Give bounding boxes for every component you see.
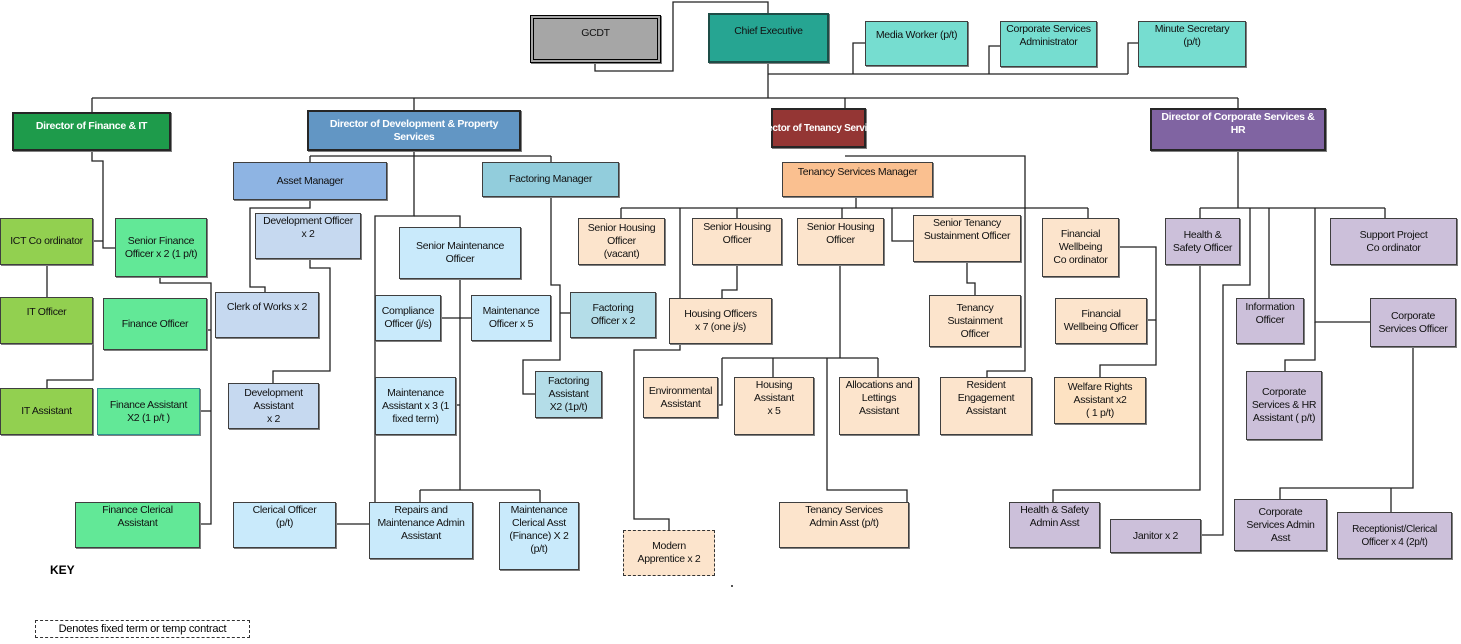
- node-senior-finance-officer: Senior Finance Officer x 2 (1 p/t): [115, 218, 207, 277]
- key-title: KEY: [50, 563, 75, 577]
- connector-line: [414, 215, 461, 227]
- node-janitor: Janitor x 2: [1110, 519, 1201, 553]
- node-resident-engagement-assistant: Resident Engagement Assistant: [940, 377, 1032, 435]
- node-asset-manager: Asset Manager: [233, 162, 387, 200]
- node-senior-housing-officer-vacant: Senior Housing Officer (vacant): [578, 218, 665, 265]
- node-director-development-property: Director of Development & Property Servi…: [307, 110, 521, 151]
- node-receptionist-clerical-officer: Receptionist/Clerical Officer x 4 (2p/t): [1337, 512, 1452, 559]
- node-welfare-rights-assistant: Welfare Rights Assistant x2 ( 1 p/t): [1054, 377, 1146, 424]
- node-senior-maintenance-officer: Senior Maintenance Officer: [399, 227, 521, 279]
- node-information-officer: Information Officer: [1236, 298, 1304, 344]
- node-finance-assistant: Finance Assistant X2 (1 p/t ): [97, 388, 200, 435]
- connector-line: [721, 265, 738, 298]
- node-housing-assistant: Housing Assistant x 5: [734, 377, 814, 435]
- node-tenancy-services-admin-asst: Tenancy Services Admin Asst (p/t): [779, 502, 909, 548]
- connector-line: [594, 1, 769, 72]
- connector-line: [336, 151, 415, 525]
- node-health-safety-officer: Health & Safety Officer: [1165, 218, 1240, 265]
- node-compliance-officer: Compliance Officer (j/s): [375, 295, 441, 341]
- node-corporate-services-administrator: Corporate Services Administrator: [1000, 21, 1097, 67]
- node-tenancy-services-manager: Tenancy Services Manager: [782, 162, 933, 197]
- connector-line: [46, 330, 94, 388]
- node-health-safety-admin-asst: Health & Safety Admin Asst: [1009, 502, 1100, 548]
- node-gcdt: GCDT: [530, 15, 661, 63]
- node-chief-executive: Chief Executive: [708, 13, 829, 63]
- node-maintenance-assistant: Maintenance Assistant x 3 (1 fixed term): [375, 377, 456, 435]
- node-director-corporate-hr: Director of Corporate Services & HR: [1150, 108, 1326, 151]
- node-allocations-lettings-assistant: Allocations and Lettings Assistant: [839, 377, 919, 435]
- node-media-worker: Media Worker (p/t): [865, 21, 968, 66]
- node-financial-wellbeing-officer: Financial Wellbeing Officer: [1055, 298, 1147, 344]
- node-clerical-officer: Clerical Officer (p/t): [233, 502, 336, 548]
- connector-line: [272, 259, 331, 383]
- node-it-officer: IT Officer: [0, 297, 93, 344]
- connector-line: [966, 262, 976, 295]
- node-maintenance-clerical-assistant: Maintenance Clerical Asst (Finance) X 2 …: [499, 502, 579, 570]
- connector-line: [1052, 265, 1201, 502]
- node-financial-wellbeing-coordinator: Financial Wellbeing Co ordinator: [1042, 218, 1119, 277]
- node-repairs-maintenance-admin-assistant: Repairs and Maintenance Admin Assistant: [369, 502, 473, 559]
- connector-line: [845, 155, 1026, 377]
- node-corporate-services-hr-assistant: Corporate Services & HR Assistant ( p/t): [1246, 371, 1322, 440]
- node-corporate-services-officer: Corporate Services Officer: [1370, 298, 1456, 347]
- node-development-assistant: Development Assistant x 2: [228, 383, 319, 429]
- node-corporate-services-admin-asst: Corporate Services Admin Asst: [1234, 499, 1327, 551]
- node-senior-housing-officer: Senior Housing Officer: [797, 218, 884, 265]
- node-senior-housing-officer: Senior Housing Officer: [692, 218, 782, 265]
- node-factoring-manager: Factoring Manager: [482, 162, 619, 197]
- node-factoring-assistant: Factoring Assistant X2 (1p/t): [535, 371, 602, 418]
- connector-line: [1201, 208, 1251, 536]
- connector-line: [891, 208, 913, 242]
- node-modern-apprentice: Modern Apprentice x 2: [623, 530, 715, 576]
- key-fixed-term-legend: Denotes fixed term or temp contract: [35, 620, 250, 638]
- connector-line: [159, 277, 212, 525]
- connector-line: [718, 358, 723, 406]
- node-environmental-assistant: Environmental Assistant: [643, 377, 718, 418]
- node-development-officer: Development Officer x 2: [255, 213, 361, 259]
- node-ict-coordinator: ICT Co ordinator: [0, 218, 93, 265]
- connector-line: [1284, 322, 1316, 371]
- connector-line: [522, 197, 561, 395]
- node-director-finance-it: Director of Finance & IT: [12, 112, 171, 151]
- node-housing-officers: Housing Officers x 7 (one j/s): [669, 298, 772, 344]
- node-factoring-officer: Factoring Officer x 2: [570, 292, 656, 338]
- node-minute-secretary: Minute Secretary (p/t): [1138, 21, 1246, 67]
- node-tenancy-sustainment-officer: Tenancy Sustainment Officer: [929, 295, 1021, 347]
- stray-dot: [731, 585, 733, 587]
- connector-line: [988, 45, 1000, 74]
- connector-line: [91, 151, 115, 249]
- node-finance-officer: Finance Officer: [103, 298, 207, 350]
- node-director-tenancy: Director of Tenancy Services: [754, 108, 883, 148]
- node-maintenance-officer: Maintenance Officer x 5: [471, 295, 551, 341]
- connector-line: [1279, 347, 1414, 499]
- node-senior-tenancy-sustainment-officer: Senior Tenancy Sustainment Officer: [913, 215, 1021, 262]
- node-clerk-of-works: Clerk of Works x 2: [215, 292, 319, 338]
- connector-line: [852, 42, 865, 74]
- connector-line: [249, 200, 311, 292]
- node-it-assistant: IT Assistant: [0, 388, 93, 435]
- connector-line: [1127, 42, 1138, 74]
- node-finance-clerical-assistant: Finance Clerical Assistant: [75, 502, 200, 548]
- connector-line: [1099, 246, 1157, 377]
- node-support-project-coordinator: Support Project Co ordinator: [1330, 218, 1457, 265]
